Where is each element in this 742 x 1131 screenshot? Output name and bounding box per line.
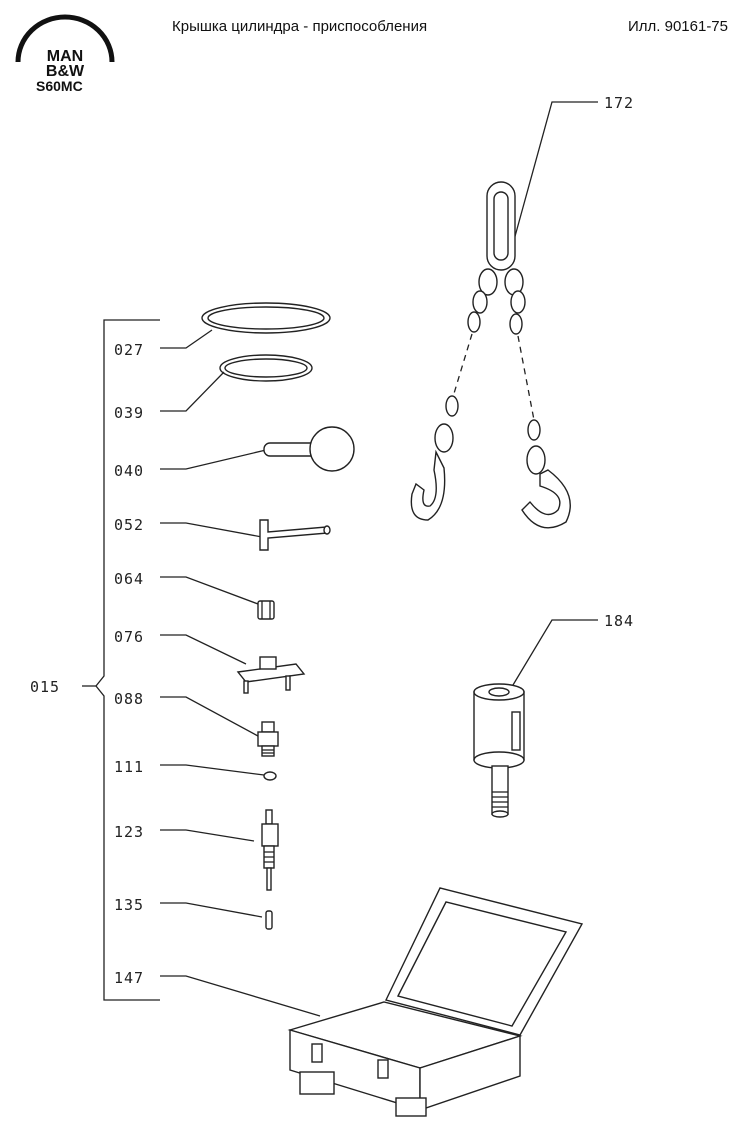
logo-line1: MAN: [47, 48, 83, 65]
part-number-040: 040: [114, 462, 144, 480]
part-number-088: 088: [114, 690, 144, 708]
part-number-123: 123: [114, 823, 144, 841]
part-number-111: 111: [114, 758, 144, 776]
part-number-135: 135: [114, 896, 144, 914]
page-title: Крышка цилиндра - приспособления: [172, 18, 428, 35]
ring-large-part: [201, 302, 331, 334]
adapter-part: [261, 809, 279, 891]
handle-ball-part: [263, 426, 355, 472]
part-number-147: 147: [114, 969, 144, 987]
bracket-part: [236, 656, 306, 694]
group-bracket: [82, 319, 160, 1001]
group-number: 015: [30, 678, 60, 696]
nut-part: [257, 600, 275, 620]
part-number-027: 027: [114, 341, 144, 359]
part-number-076: 076: [114, 628, 144, 646]
ring-small-part: [219, 354, 313, 382]
lifting-tool-part: [473, 683, 525, 818]
hex-key-part: [259, 519, 331, 551]
logo-line2: B&W: [46, 63, 85, 80]
lifting-chain-part: [410, 181, 571, 529]
connector-part: [257, 721, 279, 757]
figure-reference: Илл. 90161-75: [627, 18, 728, 35]
leader-lines: [160, 101, 598, 1017]
seal-part: [263, 771, 277, 781]
man-bw-logo: MAN B&W: [15, 14, 115, 80]
part-number-052: 052: [114, 516, 144, 534]
part-number-172: 172: [604, 94, 634, 112]
part-number-039: 039: [114, 404, 144, 422]
engine-model: S60MC: [36, 78, 83, 94]
part-number-064: 064: [114, 570, 144, 588]
tool-box-part: [287, 887, 584, 1117]
pin-part: [265, 910, 273, 930]
part-number-184: 184: [604, 612, 634, 630]
